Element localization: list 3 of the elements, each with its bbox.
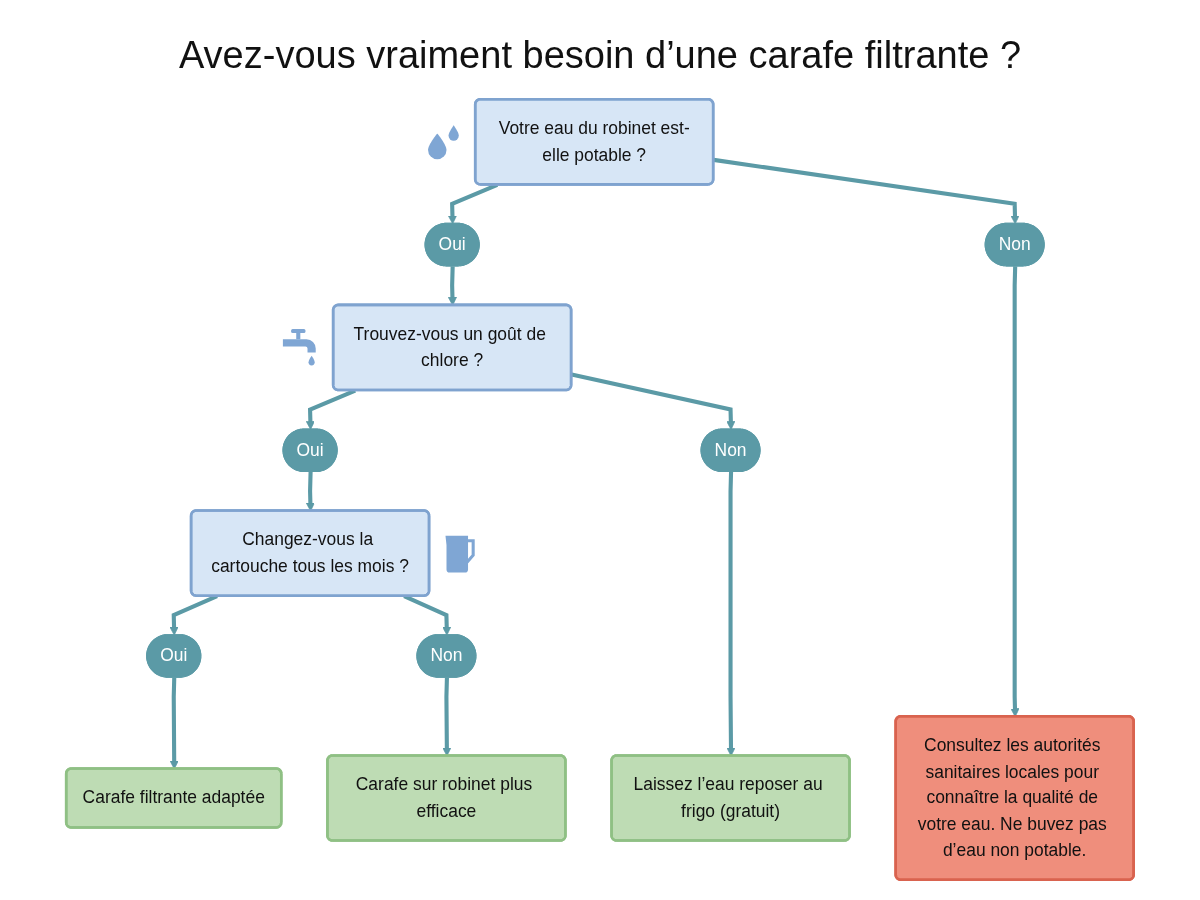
- arrow: [571, 372, 736, 430]
- arrow: [713, 157, 1020, 225]
- title: Avez-vous vraiment besoin d’une carafe filtrante ?: [178, 34, 1022, 77]
